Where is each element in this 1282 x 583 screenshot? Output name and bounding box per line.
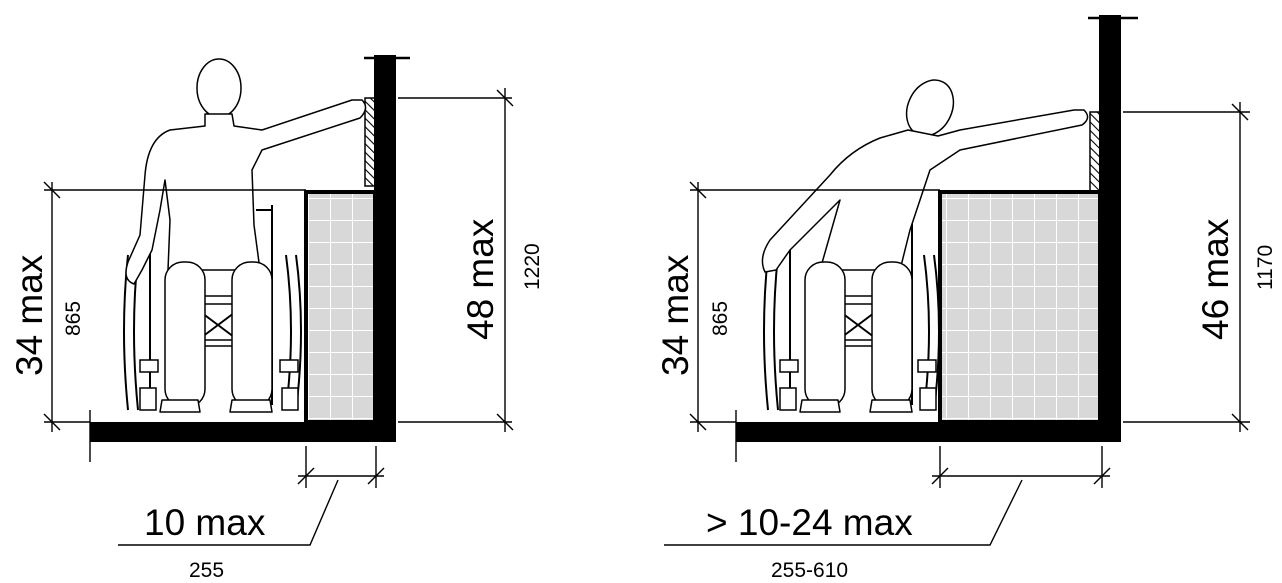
left-figure: 34 max 865 48 max 1220 10 max 255	[9, 55, 544, 582]
right-high-reach-metric: 1170	[1254, 245, 1277, 290]
operable-part-hatched	[364, 97, 377, 187]
right-depth-imperial: > 10-24 max	[706, 502, 913, 543]
left-depth-imperial: 10 max	[144, 502, 266, 543]
dimensions-right	[664, 102, 1250, 546]
seated-person	[125, 58, 367, 413]
left-vertical-reach-imperial: 34 max	[9, 254, 50, 376]
right-vertical-reach-imperial: 34 max	[655, 254, 696, 376]
right-figure: 34 max 865 46 max 1170 > 10-24 max 255-6…	[655, 15, 1277, 582]
left-depth-metric: 255	[189, 559, 224, 582]
floor-and-wall	[89, 55, 410, 462]
dimensions-left	[43, 88, 514, 546]
operable-part-hatched-right	[1089, 111, 1103, 193]
right-vertical-reach-metric: 865	[709, 301, 732, 336]
right-high-reach-imperial: 46 max	[1195, 218, 1236, 340]
leaning-person	[761, 79, 1089, 413]
left-vertical-reach-metric: 865	[62, 301, 85, 336]
floor-and-wall-right	[735, 15, 1138, 462]
left-high-reach-imperial: 48 max	[460, 218, 501, 340]
obstruction-counter	[304, 190, 377, 424]
left-high-reach-metric: 1220	[521, 243, 544, 290]
right-depth-metric: 255-610	[771, 559, 848, 582]
obstruction-counter-right	[938, 190, 1102, 424]
